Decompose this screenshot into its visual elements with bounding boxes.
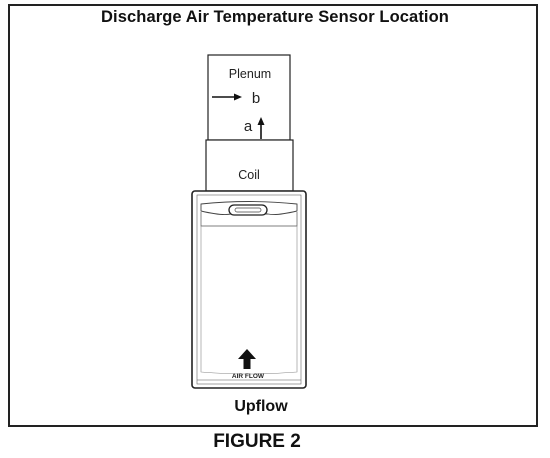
- sensor-b-arrowhead: [234, 93, 242, 101]
- air-flow-arrow: [238, 349, 256, 369]
- air-flow-label: AIR FLOW: [232, 373, 265, 380]
- door-handle: [228, 204, 268, 216]
- sensor-b-label: b: [252, 90, 260, 107]
- sensor-a-label: a: [244, 118, 253, 135]
- plenum-label: Plenum: [229, 67, 271, 81]
- figure-label: FIGURE 2: [213, 431, 301, 452]
- sensor-a-arrowhead: [257, 117, 265, 125]
- upflow-caption: Upflow: [234, 398, 288, 415]
- coil-box: [205, 139, 294, 192]
- coil-label: Coil: [238, 168, 260, 182]
- diagram-title: Discharge Air Temperature Sensor Locatio…: [101, 8, 449, 26]
- figure-frame: [8, 4, 538, 427]
- furnace-cabinet: [191, 190, 307, 389]
